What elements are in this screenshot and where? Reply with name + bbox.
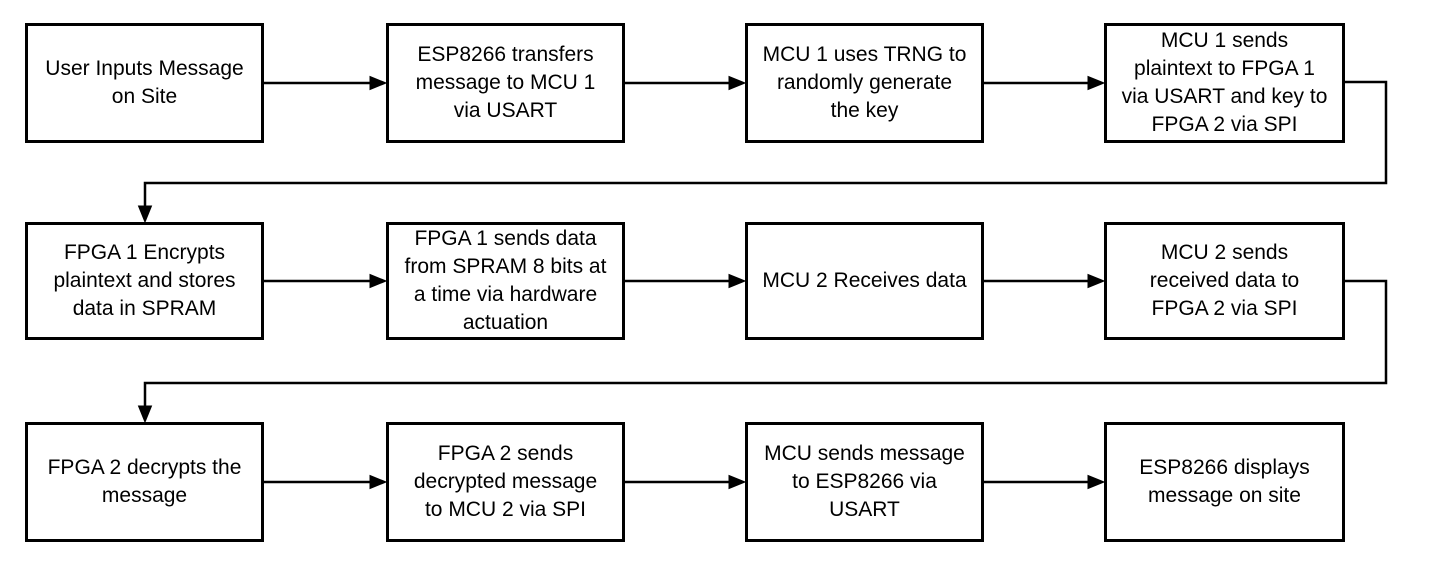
- node-label: MCU 2 sends received data to FPGA 2 via …: [1149, 241, 1300, 320]
- flow-node-mcu1-trng-key: MCU 1 uses TRNG to randomly generate the…: [745, 23, 984, 143]
- flow-node-mcu2-sends-received-data: MCU 2 sends received data to FPGA 2 via …: [1104, 222, 1345, 340]
- node-label: FPGA 1 sends data from SPRAM 8 bits at a…: [404, 227, 607, 334]
- arrow-node10-to-node11: [625, 474, 747, 490]
- flow-node-fpga2-sends-decrypted: FPGA 2 sends decrypted message to MCU 2 …: [386, 422, 625, 542]
- arrow-node1-to-node2: [264, 75, 388, 91]
- arrow-node6-to-node7: [625, 273, 747, 289]
- flow-node-user-inputs-message: User Inputs Message on Site: [25, 23, 264, 143]
- flow-node-fpga1-sends-data: FPGA 1 sends data from SPRAM 8 bits at a…: [386, 222, 625, 340]
- flow-node-fpga2-decrypts: FPGA 2 decrypts the message: [25, 422, 264, 542]
- node-label: FPGA 1 Encrypts plaintext and stores dat…: [53, 241, 236, 320]
- flow-node-mcu1-sends-plaintext-key: MCU 1 sends plaintext to FPGA 1 via USAR…: [1104, 23, 1345, 143]
- arrow-node5-to-node6: [264, 273, 388, 289]
- node-label: FPGA 2 decrypts the message: [47, 456, 242, 507]
- node-label: MCU 1 sends plaintext to FPGA 1 via USAR…: [1121, 29, 1328, 136]
- node-label: User Inputs Message on Site: [45, 57, 244, 108]
- arrow-node3-to-node4: [984, 75, 1106, 91]
- flow-node-mcu2-receives-data: MCU 2 Receives data: [745, 222, 984, 340]
- arrow-node2-to-node3: [625, 75, 747, 91]
- node-label: ESP8266 transfers message to MCU 1 via U…: [415, 43, 596, 122]
- node-label: MCU sends message to ESP8266 via USART: [764, 442, 965, 521]
- arrow-node7-to-node8: [984, 273, 1106, 289]
- flow-node-mcu-sends-to-esp8266: MCU sends message to ESP8266 via USART: [745, 422, 984, 542]
- node-label: MCU 2 Receives data: [762, 269, 967, 292]
- arrow-node11-to-node12: [984, 474, 1106, 490]
- flow-node-fpga1-encrypts: FPGA 1 Encrypts plaintext and stores dat…: [25, 222, 264, 340]
- flow-node-esp8266-transfers-message: ESP8266 transfers message to MCU 1 via U…: [386, 23, 625, 143]
- node-label: FPGA 2 sends decrypted message to MCU 2 …: [413, 442, 598, 521]
- node-label: MCU 1 uses TRNG to randomly generate the…: [762, 43, 967, 122]
- arrow-node9-to-node10: [264, 474, 388, 490]
- flow-node-esp8266-displays-message: ESP8266 displays message on site: [1104, 422, 1345, 542]
- node-label: ESP8266 displays message on site: [1139, 456, 1310, 507]
